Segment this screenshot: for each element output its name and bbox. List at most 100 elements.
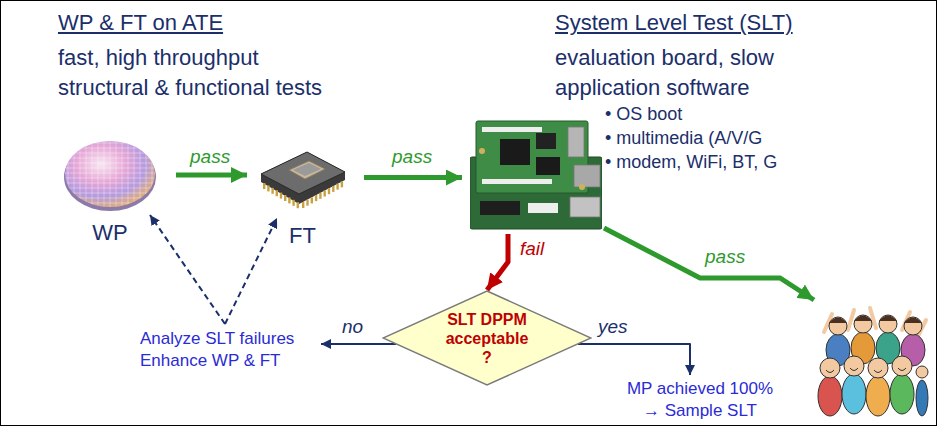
drawing-part [476, 121, 588, 193]
action-text: Analyze SLT failures Enhance WP & FT [140, 328, 315, 372]
drawing-part [574, 165, 600, 187]
connector [150, 215, 225, 324]
drawing-part [341, 181, 343, 187]
drawing-part [311, 197, 313, 203]
drawing-part [62, 188, 158, 189]
drawing-part [820, 358, 840, 378]
drawing-part [261, 152, 345, 194]
drawing-part [383, 291, 591, 385]
drawing-part [579, 184, 585, 190]
drawing-part [292, 200, 294, 206]
wafer-node: WP [62, 138, 158, 212]
drawing-part [482, 179, 552, 184]
drawing-part [62, 143, 158, 144]
drawing-part [263, 183, 265, 189]
drawing-part [128, 138, 129, 212]
drawing-part [62, 153, 158, 154]
wafer-node-art [62, 138, 158, 212]
drawing-part [146, 138, 147, 212]
bullet-item: • modem, WiFi, BT, G [605, 151, 777, 173]
drawing-part [62, 208, 158, 209]
drawing-part [536, 157, 560, 175]
drawing-part [818, 376, 842, 416]
action-node: Analyze SLT failures Enhance WP & FT [140, 328, 315, 372]
drawing-part [288, 197, 290, 203]
drawing-part [302, 202, 304, 208]
drawing-part [271, 188, 273, 194]
drawing-part [261, 152, 345, 204]
drawing-part [62, 158, 158, 159]
drawing-part [829, 316, 922, 324]
drawing-part [916, 380, 928, 416]
drawing-part [332, 186, 334, 192]
drawing-part [104, 138, 105, 212]
drawing-part [134, 138, 135, 212]
drawing-part [62, 138, 158, 212]
drawing-part [62, 163, 158, 164]
drawing-part [86, 138, 87, 212]
edge-label: pass [190, 146, 230, 168]
drawing-part [536, 133, 556, 149]
drawing-part [890, 374, 914, 414]
drawing-part [92, 138, 93, 212]
connector [321, 343, 396, 345]
drawing-part [336, 184, 338, 190]
decision-diamond: SLT DPPM acceptable ? [382, 290, 592, 386]
drawing-part [479, 148, 485, 154]
drawing-part [916, 366, 928, 378]
drawing-part [122, 138, 123, 212]
board-node: System Level Test (SLT)evaluation board,… [470, 117, 602, 232]
edge-label: fail [520, 238, 544, 260]
bullet-item: • OS boot [605, 103, 682, 125]
drawing-part [62, 173, 158, 174]
connector [225, 218, 277, 324]
drawing-part [568, 127, 584, 157]
drawing-part [570, 197, 600, 217]
drawing-part [62, 203, 158, 204]
drawing-part [319, 193, 321, 199]
drawing-part [293, 163, 321, 176]
drawing-part [315, 195, 317, 201]
drawing-part [116, 138, 117, 212]
bullet-item: • multimedia (A/V/G [605, 127, 762, 149]
drawing-part [826, 368, 906, 373]
node-label: FT [255, 223, 350, 249]
connector [487, 234, 508, 290]
drawing-part [868, 358, 888, 378]
drawing-part [80, 138, 81, 212]
section-heading: WP & FT on ATE [58, 10, 223, 36]
drawing-part [480, 201, 520, 215]
drawing-part [844, 356, 864, 376]
section-text: fast, high throughput structural & funct… [58, 43, 343, 103]
connector [364, 175, 462, 180]
drawing-part [276, 190, 278, 196]
drawing-part [62, 193, 158, 194]
drawing-part [62, 198, 158, 199]
drawing-part [280, 193, 282, 199]
drawing-part [528, 203, 558, 213]
drawing-part [68, 138, 69, 212]
result-node: MP achieved 100% → Sample SLT [625, 378, 775, 422]
drawing-part [482, 127, 542, 132]
drawing-part [62, 183, 158, 184]
drawing-part [866, 376, 890, 416]
section-text: evaluation board, slow application softw… [555, 43, 815, 103]
drawing-part [62, 168, 158, 169]
drawing-part [284, 195, 286, 201]
drawing-part [140, 138, 141, 212]
drawing-part [98, 138, 99, 212]
drawing-part [110, 138, 111, 212]
drawing-part [500, 139, 530, 165]
drawing-part [62, 178, 158, 179]
connector [176, 173, 247, 178]
people-illustration [818, 308, 928, 416]
edge-label: pass [392, 146, 432, 168]
drawing-part [289, 161, 325, 179]
result-text: MP achieved 100% → Sample SLT [625, 378, 775, 422]
package-node-art [255, 140, 350, 215]
drawing-part [297, 202, 299, 208]
edge-label: pass [705, 246, 745, 268]
drawing-part [892, 356, 912, 376]
